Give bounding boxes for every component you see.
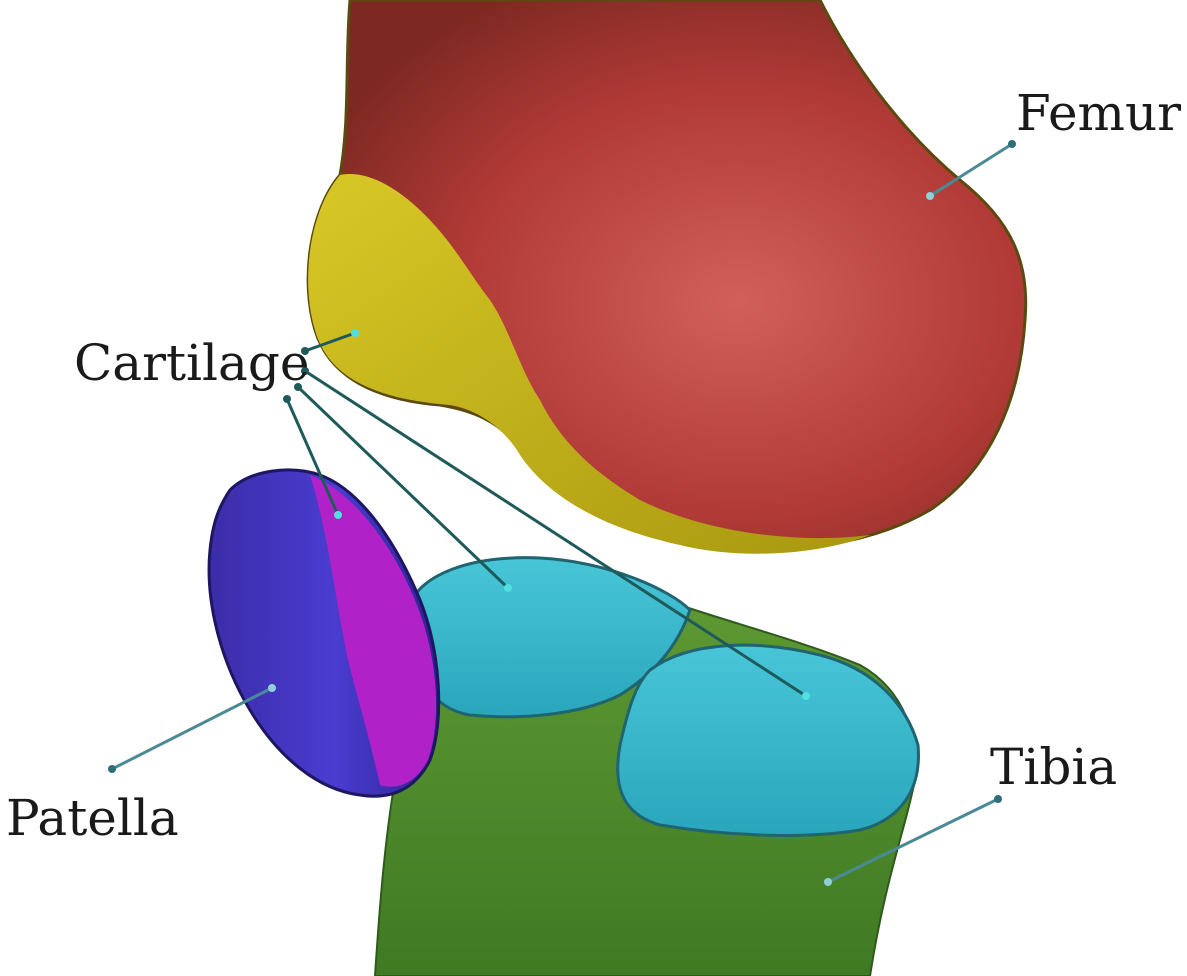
tibia-leader-line [826, 797, 1000, 884]
leader-lines [108, 140, 1016, 886]
femur-bone [306, 0, 1028, 554]
cartilage-label: Cartilage [74, 334, 310, 392]
femur-leader-line [928, 142, 1014, 198]
medial-tibial-cartilage [616, 643, 920, 837]
femur-label: Femur [1016, 84, 1182, 142]
cartilage-leader-patellar [285, 397, 340, 517]
cartilage-leader-medial-tibial [303, 369, 808, 698]
femoral-cartilage [308, 174, 870, 554]
tibia-bone [373, 556, 920, 976]
patellar-cartilage [310, 475, 437, 787]
cartilage-leader-femoral [303, 331, 357, 353]
patella-label: Patella [6, 789, 179, 847]
patella-bone [207, 468, 441, 798]
patella-leader-line [110, 686, 274, 771]
tibia-label: Tibia [990, 738, 1118, 796]
cartilage-leader-lateral-tibial [296, 385, 510, 590]
